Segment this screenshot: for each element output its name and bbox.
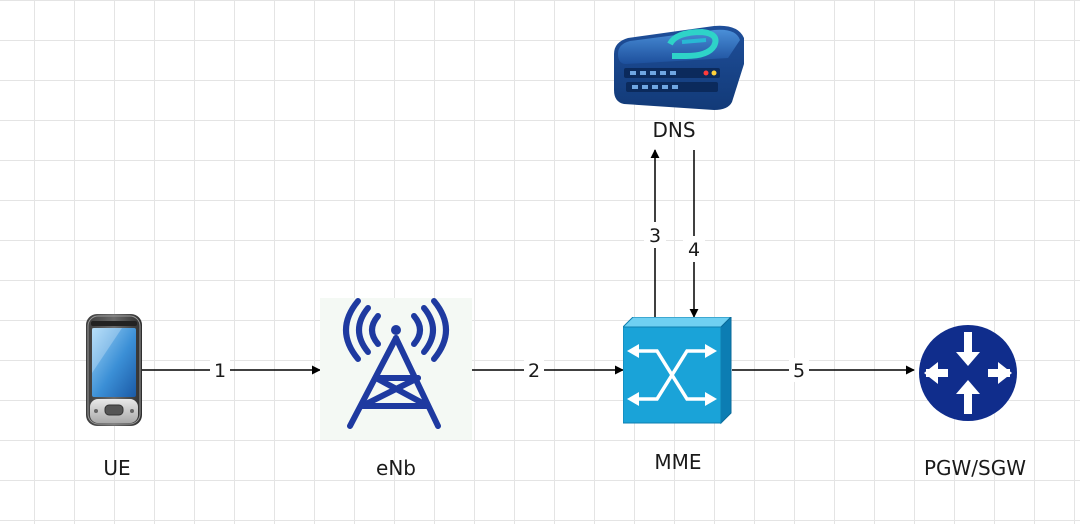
cell-tower-icon (320, 298, 472, 440)
node-label-mme: MME (654, 450, 702, 474)
edge-ue-enb: 1 (142, 358, 321, 382)
node-label-ue: UE (103, 456, 131, 480)
edge-label-4: 4 (688, 239, 700, 261)
node-ue[interactable] (84, 313, 144, 427)
edge-label-1: 1 (214, 360, 226, 382)
node-enb[interactable] (320, 298, 472, 440)
edge-enb-mme: 2 (472, 358, 624, 382)
switch-icon (621, 315, 733, 425)
node-pgw[interactable] (918, 324, 1018, 422)
edge-label-2: 2 (528, 360, 540, 382)
mobile-phone-icon (86, 314, 142, 426)
node-label-pgw: PGW/SGW (923, 456, 1027, 480)
edge-label-3: 3 (649, 225, 661, 247)
router-icon (919, 325, 1017, 421)
node-mme[interactable] (621, 315, 733, 425)
edge-mme-pgw: 5 (732, 358, 915, 382)
node-dns[interactable] (610, 24, 750, 112)
edge-dns-mme: 4 (683, 150, 705, 318)
node-label-enb: eNb (376, 456, 416, 480)
node-label-dns: DNS (652, 118, 696, 142)
edge-mme-dns: 3 (644, 149, 666, 318)
edge-label-5: 5 (793, 360, 805, 382)
server-icon (614, 25, 744, 110)
